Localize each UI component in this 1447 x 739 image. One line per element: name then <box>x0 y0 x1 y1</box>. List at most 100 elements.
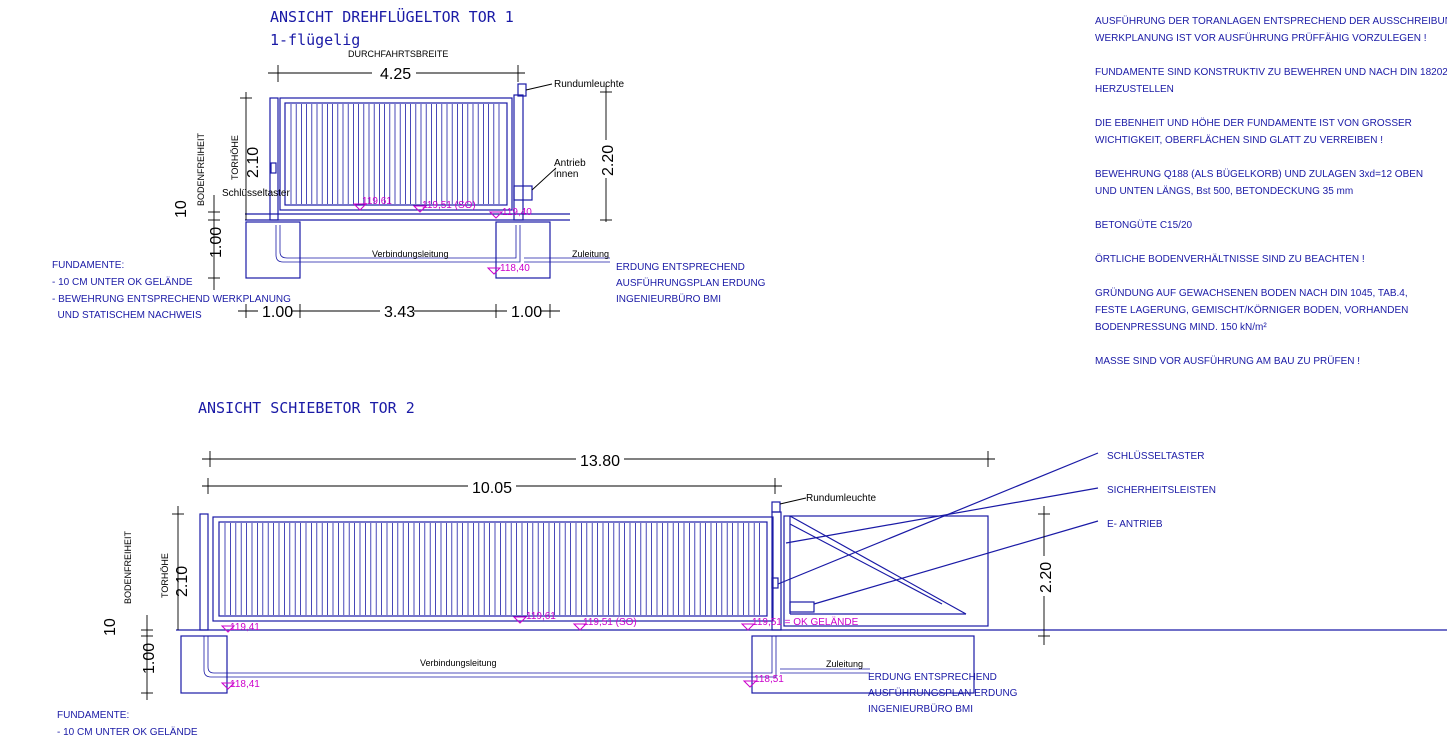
tor2-found-depth-dim: 1.00 <box>141 643 158 674</box>
tor2-title: ANSICHT SCHIEBETOR TOR 2 <box>198 399 415 417</box>
tor1-level-marker-4 <box>486 267 502 275</box>
tor2-torhoehe-label: TORHÖHE <box>160 553 170 598</box>
tor2-lamp-label: Rundumleuchte <box>806 493 876 504</box>
tor1-level-1: 119,61 <box>362 196 392 207</box>
tor1-key-switch <box>270 162 277 174</box>
tor1-level-3: 119,40 <box>502 207 532 218</box>
tor2-total-dim: 13.80 <box>580 453 620 470</box>
tor1-earth-line-1: ERDUNG ENTSPRECHEND <box>616 262 745 273</box>
tor1-gate-frame <box>279 97 513 211</box>
tor2-level-3: 119,51 (SO) <box>583 617 637 628</box>
tor2-conduit <box>203 636 777 678</box>
tor1-bottom-bg-3 <box>507 302 541 320</box>
tor1-fund-line-2: - 10 CM UNTER OK GELÄNDE <box>52 276 193 288</box>
tor2-level-marker-4 <box>740 623 756 631</box>
tor1-durchfahrt-label: DURCHFAHRTSBREITE <box>348 49 448 59</box>
note-line: ÖRTLICHE BODENVERHÄLTNISSE SIND ZU BEACH… <box>1095 253 1365 265</box>
tor2-gap-dim: 10 <box>102 618 119 636</box>
tor2-callout-leader-1 <box>777 452 1099 585</box>
tor2-level-marker-2 <box>512 616 528 624</box>
tor2-gate-frame <box>212 516 774 622</box>
tor1-gap-dim: 10 <box>173 200 190 218</box>
tor2-total-bg <box>576 450 624 468</box>
note-line: BEWEHRUNG Q188 (ALS BÜGELKORB) UND ZULAG… <box>1095 168 1423 180</box>
tor1-bodenfreiheit-label: BODENFREIHEIT <box>196 132 206 206</box>
tor1-conduit-inner <box>279 225 517 259</box>
tor2-tail-diag-1 <box>789 515 967 615</box>
tor1-width-dim: 4.25 <box>380 66 411 83</box>
tor2-view: ANSICHT SCHIEBETOR TOR 2 13.80 10.05 <box>57 399 1447 738</box>
tor2-earth-line-1: ERDUNG ENTSPRECHEND <box>868 672 997 683</box>
tor2-fund-line-2: - 10 CM UNTER OK GELÄNDE <box>57 726 198 738</box>
note-line: GRÜNDUNG AUF GEWACHSENEN BODEN NACH DIN … <box>1095 287 1408 299</box>
tor1-bottom-dim-2: 3.43 <box>384 304 415 321</box>
tor1-earth-line-2: AUSFÜHRUNGSPLAN ERDUNG <box>616 277 766 289</box>
tor1-right-post <box>513 94 524 221</box>
tor1-level-marker-3 <box>488 211 504 219</box>
general-notes: AUSFÜHRUNG DER TORANLAGEN ENTSPRECHEND D… <box>1095 15 1447 367</box>
tor1-view: ANSICHT DREHFLÜGELTOR TOR 1 1-flügelig D… <box>52 7 766 321</box>
tor1-foundation-left <box>245 221 301 279</box>
tor2-level-2: 119,61 <box>526 611 556 622</box>
tor2-conn-label: Verbindungsleitung <box>420 658 497 668</box>
tor2-conduit-inner <box>207 636 773 674</box>
tor1-fund-line-1: FUNDAMENTE: <box>52 260 124 271</box>
tor2-key-switch <box>771 577 779 589</box>
tor1-drive-label-2: innen <box>554 169 578 180</box>
tor2-level-4: 119,51 = OK GELÄNDE <box>752 616 859 628</box>
note-line: WERKPLANUNG IST VOR AUSFÜHRUNG PRÜFFÄHIG… <box>1095 32 1427 44</box>
tor2-level-6: 118,51 <box>754 674 784 685</box>
tor2-gate-inner <box>218 521 768 617</box>
tor2-callout-3: E- ANTRIEB <box>1107 519 1163 530</box>
tor2-callout-leader-3 <box>813 520 1099 605</box>
tor1-bottom-dim-1: 1.00 <box>262 304 293 321</box>
tor2-right-height-dim: 2.20 <box>1038 562 1055 593</box>
tor2-gate-bg <box>468 477 516 495</box>
tor1-subtitle: 1-flügelig <box>270 31 360 49</box>
tor1-lamp-label: Rundumleuchte <box>554 79 624 90</box>
tor1-width-bg <box>372 64 416 82</box>
tor1-conduit <box>275 225 521 263</box>
tor2-gate-dim: 10.05 <box>472 480 512 497</box>
tor2-lamp-leader <box>779 497 807 505</box>
tor1-level-marker-2 <box>412 205 428 213</box>
tor2-left-post <box>199 513 209 631</box>
tor1-earth-line-3: INGENIEURBÜRO BMI <box>616 293 721 305</box>
note-line: DIE EBENHEIT UND HÖHE DER FUNDAMENTE IST… <box>1095 117 1412 129</box>
tor2-right-dim-bg <box>1036 556 1054 596</box>
note-line: UND UNTEN LÄNGS, Bst 500, BETONDECKUNG 3… <box>1095 185 1353 197</box>
tor1-level-2: 119,51 (SO) <box>422 200 476 211</box>
tor2-earth-line-2: AUSFÜHRUNGSPLAN ERDUNG <box>868 687 1018 699</box>
note-line: FESTE LAGERUNG, GEMISCHT/KÖRNIGER BODEN,… <box>1095 304 1408 316</box>
tor1-bottom-dim-3: 1.00 <box>511 304 542 321</box>
tor2-level-marker-1 <box>220 625 236 633</box>
tor2-level-marker-5 <box>220 682 236 690</box>
tor1-foundation-right <box>495 221 551 279</box>
note-line: BETONGÜTE C15/20 <box>1095 219 1193 231</box>
tor2-earth-line-3: INGENIEURBÜRO BMI <box>868 703 973 715</box>
tor2-gate-bars <box>224 523 760 615</box>
tor1-drive-leader <box>531 167 557 191</box>
note-line: AUSFÜHRUNG DER TORANLAGEN ENTSPRECHEND D… <box>1095 15 1447 27</box>
tor1-fund-line-4: UND STATISCHEM NACHWEIS <box>52 310 202 321</box>
tor2-bodenfreiheit-label: BODENFREIHEIT <box>123 530 133 604</box>
note-line: HERZUSTELLEN <box>1095 84 1174 95</box>
tor2-foundation-right <box>751 635 975 694</box>
note-line: WICHTIGKEIT, OBERFLÄCHEN SIND GLATT ZU V… <box>1095 134 1383 146</box>
tor1-found-depth-dim: 1.00 <box>208 227 225 258</box>
tor1-fund-line-3: - BEWEHRUNG ENTSPRECHEND WERKPLANUNG <box>52 294 291 305</box>
tor1-right-height-dim: 2.20 <box>600 145 617 176</box>
tor1-bottom-bg-1 <box>258 302 292 320</box>
tor1-level-marker-1 <box>352 203 368 211</box>
tor1-conn-label: Verbindungsleitung <box>372 249 449 259</box>
tor1-left-post <box>269 97 279 221</box>
tor2-height-dim: 2.10 <box>174 566 191 597</box>
tor1-title: ANSICHT DREHFLÜGELTOR TOR 1 <box>270 7 514 26</box>
tor1-key-label: Schlüsseltaster <box>222 188 290 199</box>
tor1-gate-inner <box>284 102 508 206</box>
tor2-callout-1: SCHLÜSSELTASTER <box>1107 450 1204 462</box>
tor2-callout-leader-2 <box>785 487 1099 544</box>
tor1-torhoehe-label: TORHÖHE <box>230 135 240 180</box>
note-line: MASSE SIND VOR AUSFÜHRUNG AM BAU ZU PRÜF… <box>1095 355 1360 367</box>
